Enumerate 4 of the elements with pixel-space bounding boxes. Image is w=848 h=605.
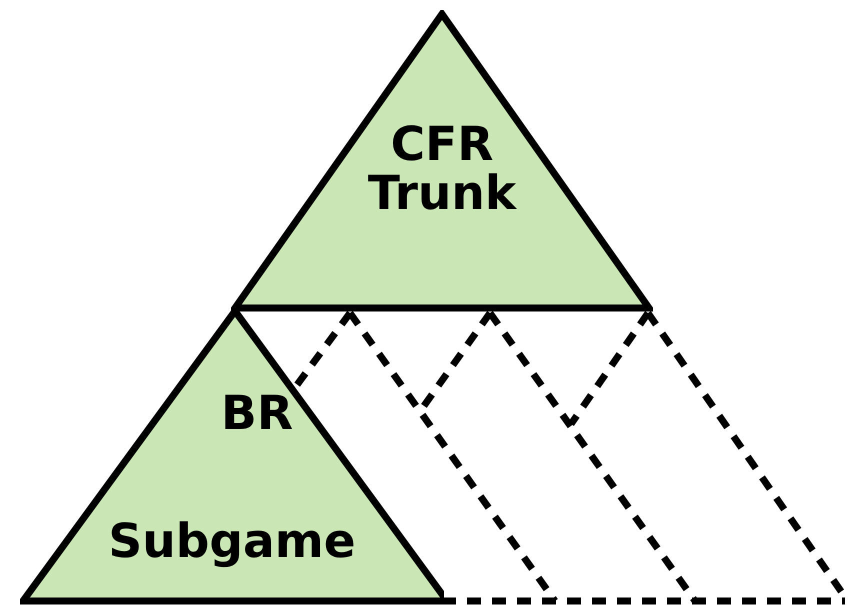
triangle-shape — [231, 10, 653, 312]
node-label: BR — [221, 389, 293, 438]
node-label: Subgame — [108, 517, 356, 566]
node-label: CFR Trunk — [366, 120, 518, 219]
